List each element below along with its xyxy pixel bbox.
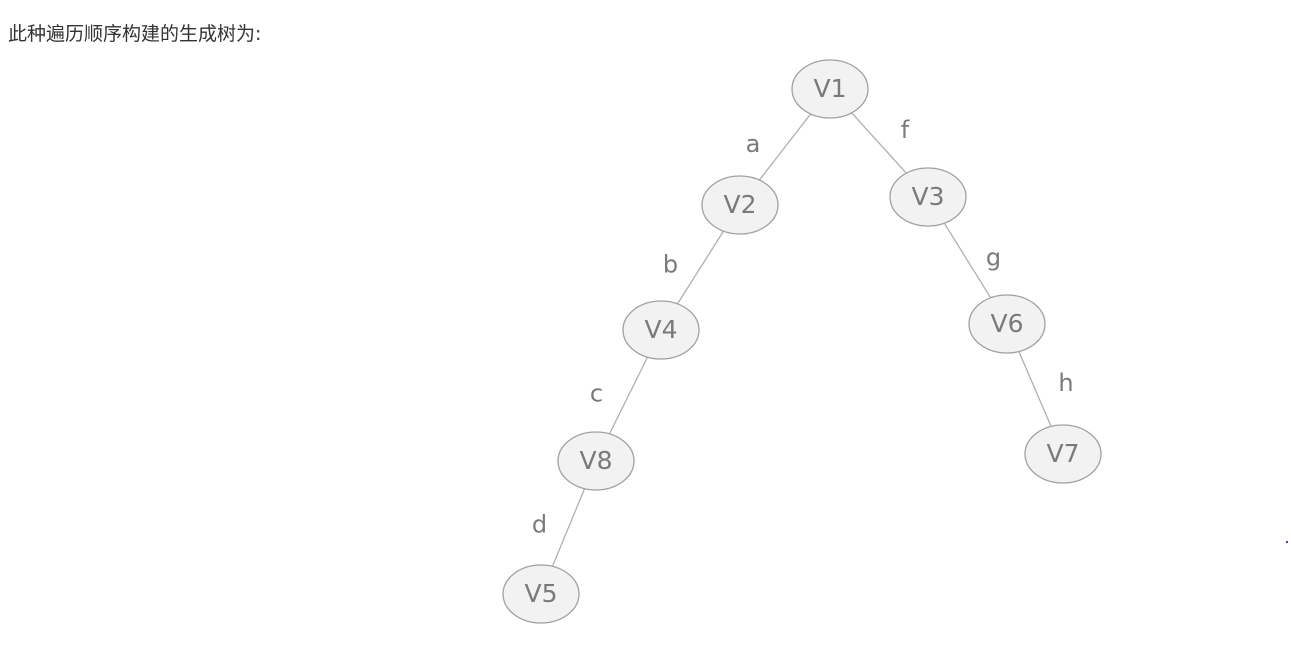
- node-v8: V8: [557, 431, 635, 491]
- edge-v8-v5: [551, 488, 586, 567]
- node-ellipse: [622, 300, 700, 360]
- node-label: V2: [723, 190, 756, 219]
- node-ellipse: [557, 431, 635, 491]
- node-ellipse: [791, 59, 869, 119]
- caption: 此种遍历顺序构建的生成树为:: [8, 23, 262, 45]
- node-label: V1: [813, 74, 846, 103]
- edge-label-g: g: [986, 244, 1001, 272]
- node-v2: V2: [701, 175, 779, 235]
- edge-labels-layer: a f b g c h d: [532, 116, 1074, 539]
- node-label: V8: [579, 446, 612, 475]
- node-ellipse: [701, 175, 779, 235]
- edge-label-h: h: [1058, 369, 1073, 397]
- edge-label-c: c: [590, 380, 603, 408]
- node-label: V4: [644, 315, 677, 344]
- node-v5: V5: [502, 564, 580, 624]
- node-ellipse: [1024, 424, 1102, 484]
- edge-v3-v6: [943, 222, 992, 299]
- node-v4: V4: [622, 300, 700, 360]
- edge-label-f: f: [901, 116, 910, 144]
- edge-v4-v8: [608, 356, 649, 435]
- node-label: V3: [911, 182, 944, 211]
- edge-v1-v3: [851, 112, 907, 174]
- node-v7: V7: [1024, 424, 1102, 484]
- node-ellipse: [502, 564, 580, 624]
- node-label: V7: [1046, 439, 1079, 468]
- node-v1: V1: [791, 59, 869, 119]
- edge-v6-v7: [1018, 351, 1052, 427]
- edge-label-a: a: [746, 130, 761, 158]
- stray-dot: [1286, 541, 1288, 543]
- edge-label-d: d: [532, 511, 547, 539]
- node-v3: V3: [889, 167, 967, 227]
- node-label: V6: [990, 309, 1023, 338]
- node-ellipse: [889, 167, 967, 227]
- edge-label-b: b: [663, 251, 678, 279]
- node-ellipse: [968, 294, 1046, 354]
- node-v6: V6: [968, 294, 1046, 354]
- edge-v2-v4: [676, 230, 725, 305]
- node-label: V5: [524, 579, 557, 608]
- edge-v1-v2: [758, 113, 812, 181]
- edges-layer: [551, 112, 1052, 567]
